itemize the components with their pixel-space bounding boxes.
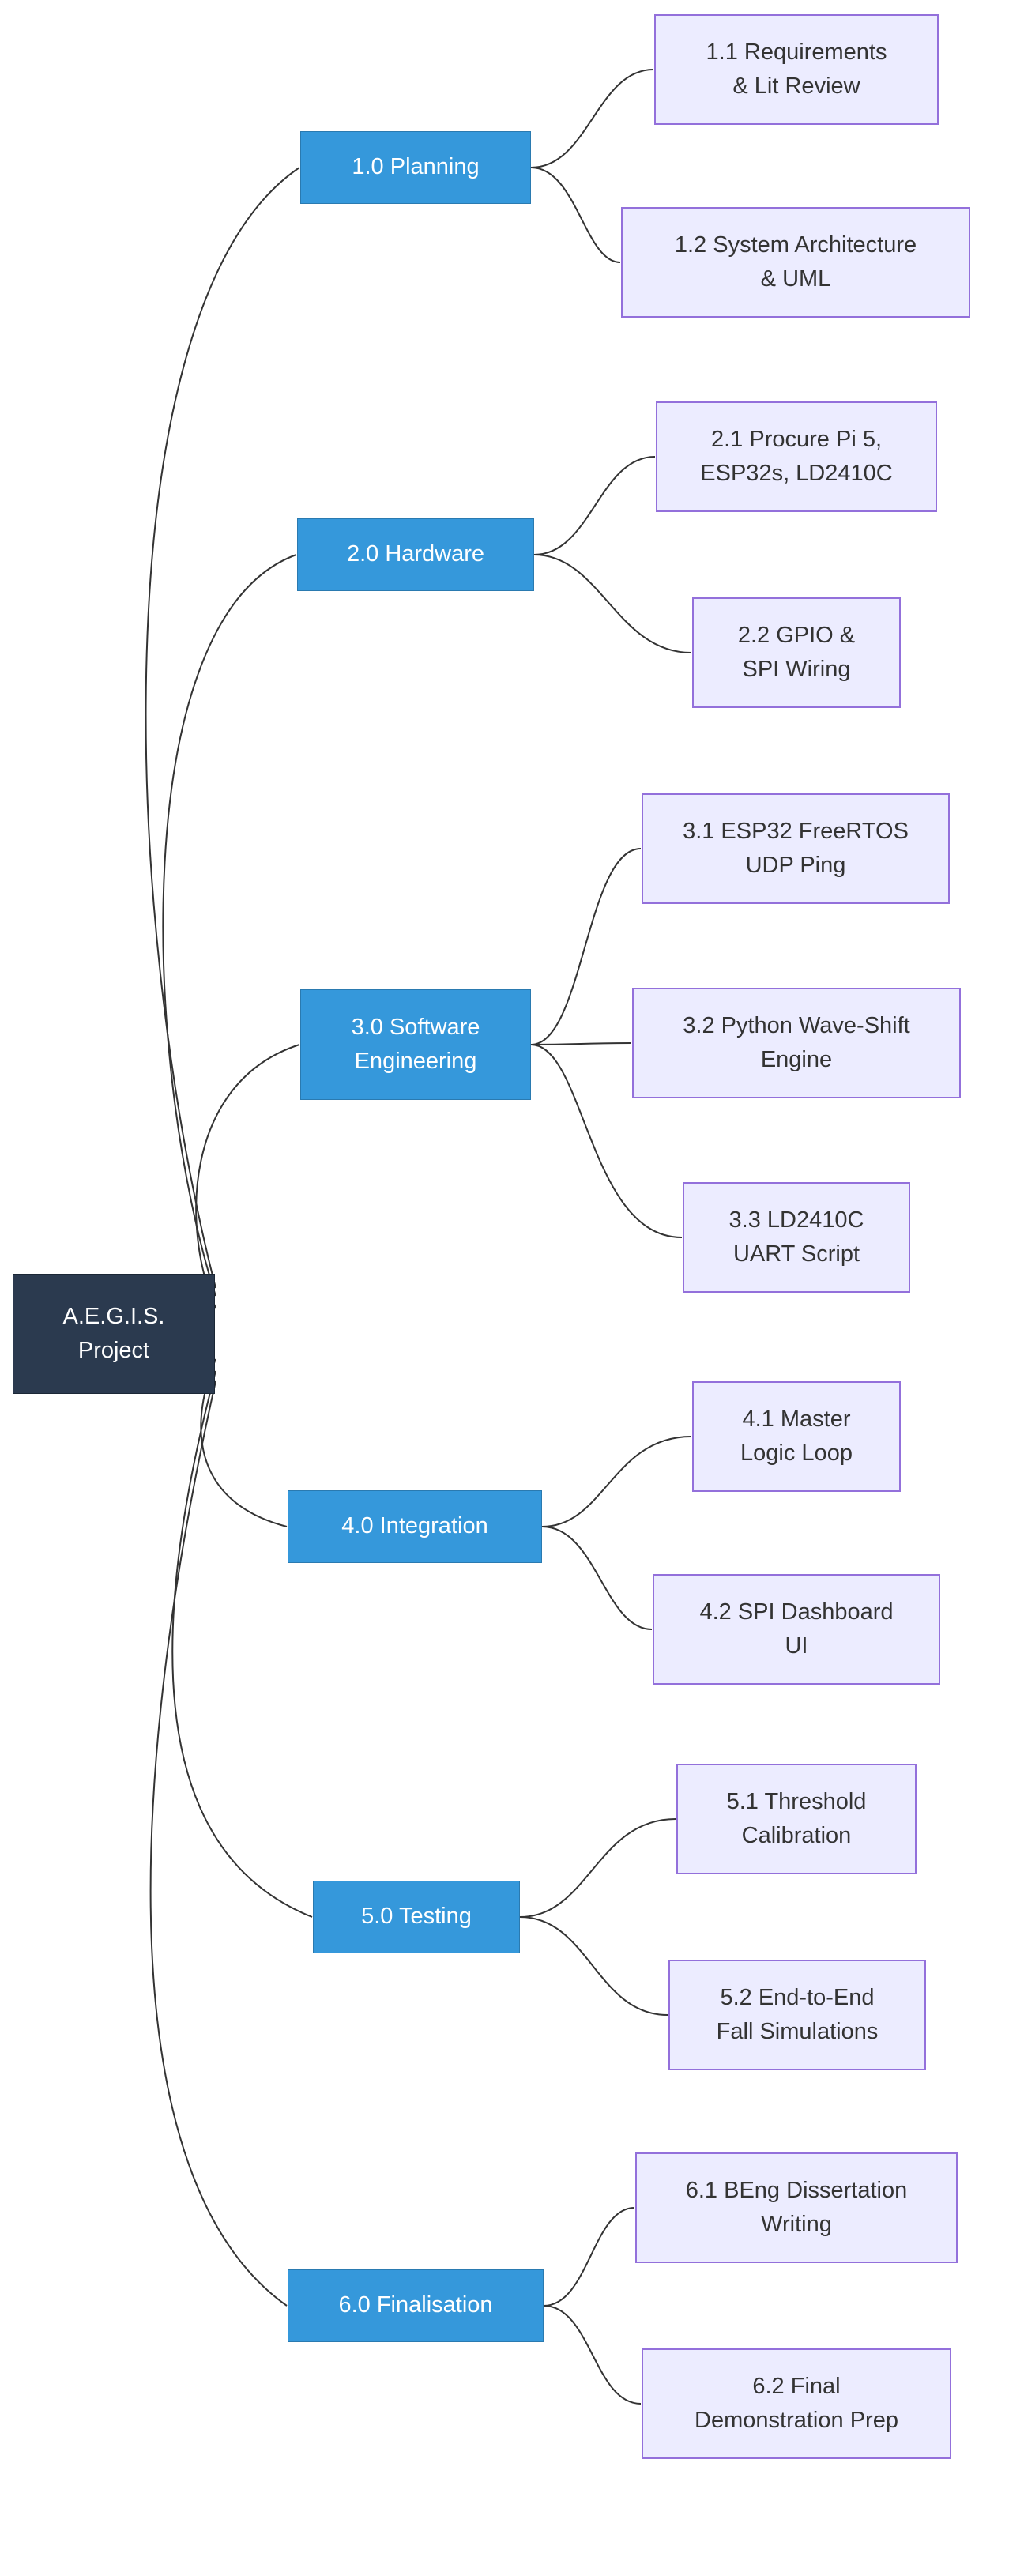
edge-planning-1-1 [530,69,654,168]
edge-root-testing [171,1370,313,1918]
node-branch-hardware: 2.0 Hardware [297,518,534,591]
node-leaf-requirements-lit-review: 1.1 Requirements & Lit Review [654,14,939,125]
edge-hardware-2-1 [533,456,656,555]
edge-software-3-3 [530,1044,683,1238]
node-leaf-threshold-calibration: 5.1 Threshold Calibration [676,1764,917,1874]
edge-software-3-1 [530,848,642,1045]
node-leaf-spi-dashboard-ui: 4.2 SPI Dashboard UI [653,1574,940,1685]
edge-testing-5-2 [519,1916,668,2016]
node-leaf-beng-dissertation-writing: 6.1 BEng Dissertation Writing [635,2152,958,2263]
edge-root-hardware [162,554,297,1297]
node-branch-planning: 1.0 Planning [300,131,531,204]
node-leaf-final-demonstration-prep: 6.2 Final Demonstration Prep [642,2348,951,2459]
edge-integration-4-2 [541,1526,653,1630]
edge-root-finalisation [149,1380,288,2307]
node-branch-testing: 5.0 Testing [313,1881,520,1953]
edge-root-planning [145,167,300,1289]
node-branch-finalisation: 6.0 Finalisation [288,2269,544,2342]
node-leaf-master-logic-loop: 4.1 Master Logic Loop [692,1381,901,1492]
node-leaf-procure-parts: 2.1 Procure Pi 5, ESP32s, LD2410C [656,401,937,512]
node-root-aegis-project: A.E.G.I.S. Project [13,1274,215,1394]
node-leaf-end-to-end-fall-simulations: 5.2 End-to-End Fall Simulations [668,1960,926,2070]
node-leaf-ld2410c-uart-script: 3.3 LD2410C UART Script [683,1182,910,1293]
edge-root-software [195,1044,300,1309]
edge-finalisation-6-1 [543,2207,635,2307]
node-leaf-gpio-spi-wiring: 2.2 GPIO & SPI Wiring [692,597,901,708]
edge-finalisation-6-2 [543,2305,642,2405]
node-leaf-system-architecture-uml: 1.2 System Architecture & UML [621,207,970,318]
edge-planning-1-2 [530,167,621,263]
node-leaf-python-wave-shift-engine: 3.2 Python Wave-Shift Engine [632,988,961,1098]
node-branch-integration: 4.0 Integration [288,1490,542,1563]
node-leaf-esp32-freertos-udp-ping: 3.1 ESP32 FreeRTOS UDP Ping [642,793,950,904]
node-branch-software-engineering: 3.0 Software Engineering [300,989,531,1100]
edge-integration-4-1 [541,1436,692,1527]
edge-hardware-2-2 [533,554,692,653]
edge-testing-5-1 [519,1818,676,1918]
edge-software-3-2 [530,1042,632,1045]
